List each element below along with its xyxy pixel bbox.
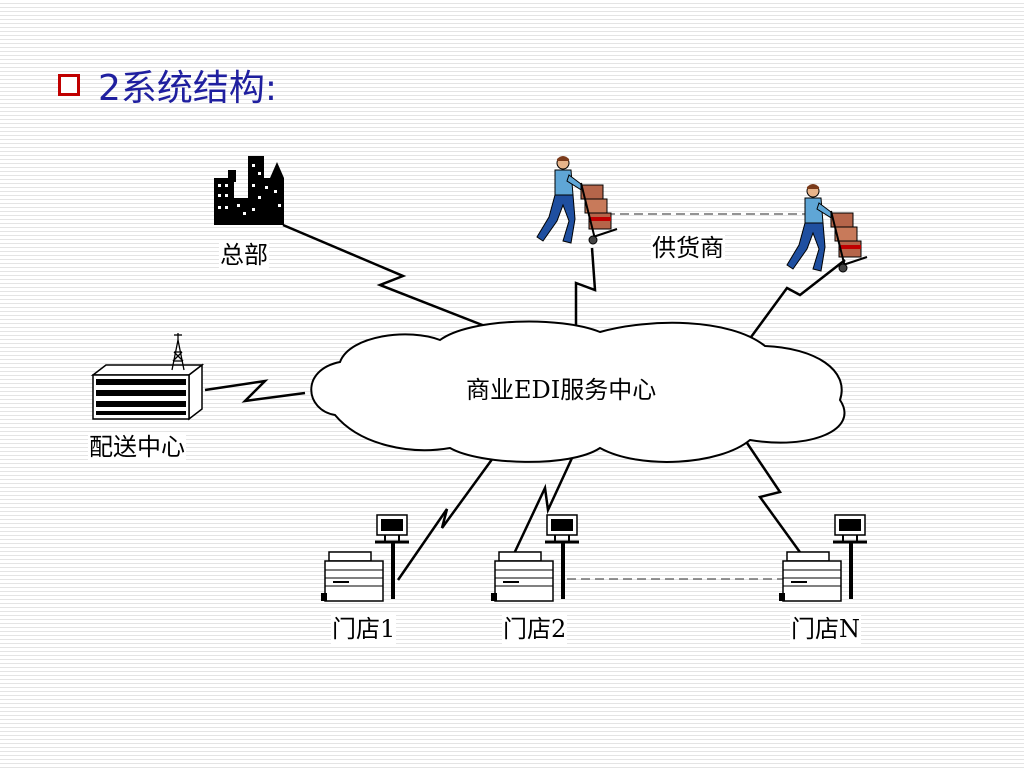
store-n-label: 门店N [790, 614, 861, 644]
title-number: 2 [98, 68, 121, 109]
edi-center-label: 商业EDI服务中心 [466, 376, 657, 404]
store-1-label: 门店1 [331, 614, 397, 644]
pos-terminal-icon [321, 514, 409, 602]
pos-terminal-icon [491, 514, 579, 602]
link-store2-cloud [510, 444, 580, 559]
bullet-square-icon [58, 74, 80, 96]
link-supplier2-cloud [741, 259, 846, 349]
store-2-label: 门店2 [502, 614, 568, 644]
delivery-worker-icon [786, 184, 868, 273]
edi-cloud [310, 320, 846, 463]
warehouse-antenna-icon [90, 333, 205, 421]
delivery-worker-icon [536, 156, 618, 245]
link-storeN-cloud [743, 439, 804, 556]
title-text: 系统结构: [120, 68, 278, 109]
pos-terminal-icon [779, 514, 867, 602]
supplier-label: 供货商 [651, 233, 725, 263]
link-store1-cloud [396, 457, 495, 581]
distribution-center-label: 配送中心 [88, 432, 186, 462]
link-hq-cloud [282, 223, 496, 332]
link-supplier1-cloud [574, 247, 597, 335]
link-distribution-cloud [204, 379, 306, 403]
slide-title: 2系统结构: [58, 60, 277, 110]
hq-label: 总部 [219, 240, 269, 270]
city-buildings-icon [214, 156, 284, 225]
